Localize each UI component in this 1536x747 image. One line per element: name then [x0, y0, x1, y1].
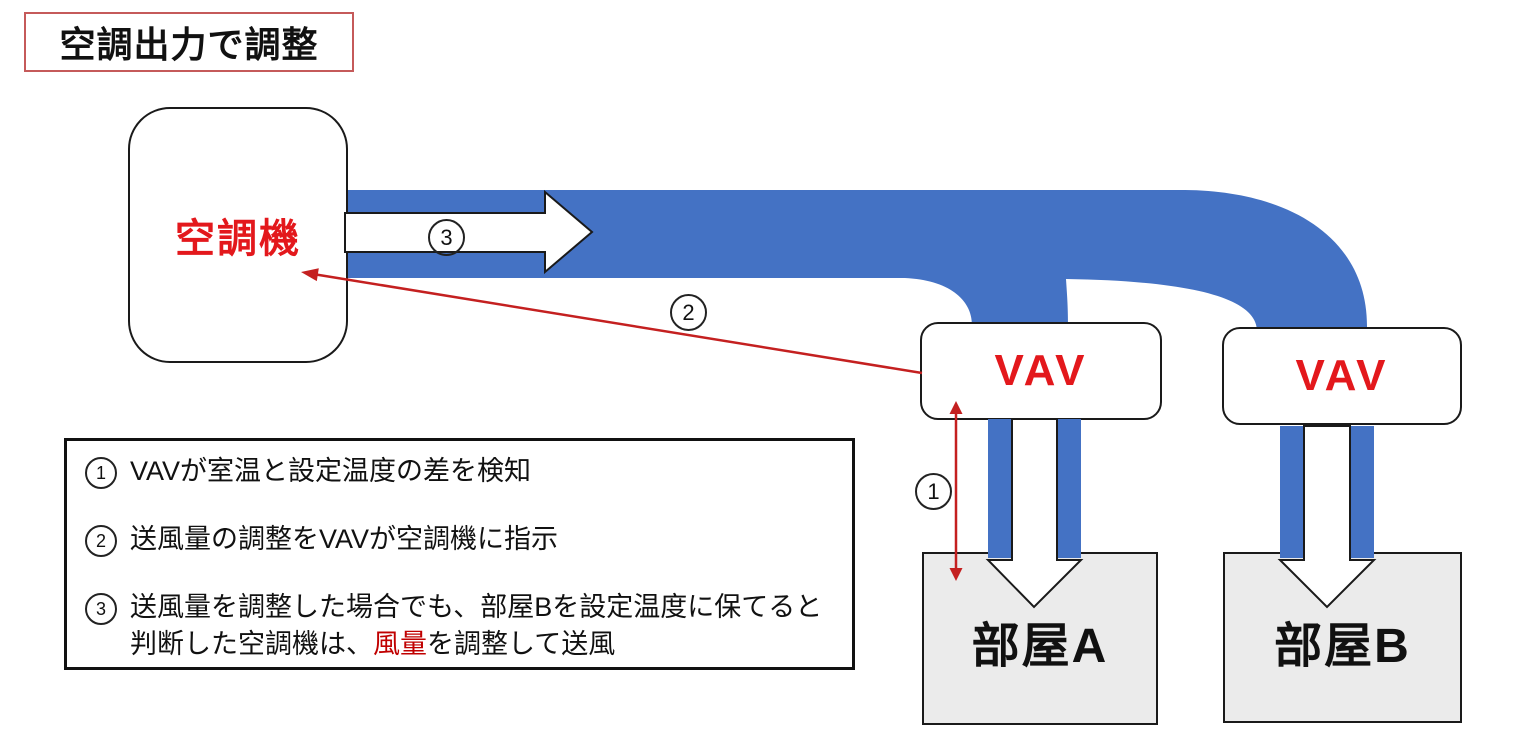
vav-b-box: VAV: [1222, 327, 1462, 425]
main-duct-pipe: [345, 190, 1367, 331]
legend-step-2-text: 送風量の調整をVAVが空調機に指示: [130, 524, 559, 554]
legend-item-3: 3 送風量を調整した場合でも、部屋Bを設定温度に保てると判断した空調機は、風量を…: [85, 589, 834, 663]
step-3-badge: 3: [428, 219, 465, 256]
air-handler-box: 空調機: [128, 107, 348, 363]
vav-a-label: VAV: [994, 346, 1088, 395]
legend-step-3-text-after: を調整して送風: [427, 629, 616, 659]
step-1-badge: 1: [915, 473, 952, 510]
vav-a-box: VAV: [920, 322, 1162, 420]
legend-step-2-badge: 2: [85, 525, 117, 557]
page-title: 空調出力で調整: [59, 24, 319, 65]
title-box: 空調出力で調整: [24, 12, 354, 72]
legend-step-1-number: 1: [95, 462, 106, 483]
step-2-badge: 2: [670, 294, 707, 331]
legend-step-3-badge: 3: [85, 593, 117, 625]
air-handler-label: 空調機: [175, 217, 301, 261]
vav-a-right-duct-stub: [1057, 419, 1081, 558]
room-a-box: 部屋A: [922, 552, 1158, 725]
vav-b-right-duct-stub: [1350, 426, 1374, 558]
legend-step-1-text: VAVが室温と設定温度の差を検知: [130, 456, 532, 486]
legend-step-3-highlight: 風量: [373, 629, 427, 659]
legend-step-1-badge: 1: [85, 457, 117, 489]
room-b-box: 部屋B: [1223, 552, 1462, 723]
vav-b-left-duct-stub: [1280, 426, 1304, 558]
legend-box: 1 VAVが室温と設定温度の差を検知 2 送風量の調整をVAVが空調機に指示 3…: [64, 438, 855, 670]
legend-step-2-number: 2: [95, 530, 106, 551]
legend-item-2: 2 送風量の調整をVAVが空調機に指示: [85, 521, 834, 558]
vav-a-left-duct-stub: [988, 419, 1012, 558]
vav-b-label: VAV: [1295, 351, 1389, 400]
legend-step-3-number: 3: [95, 598, 106, 619]
step-3-number: 3: [440, 224, 453, 250]
step-2-number: 2: [682, 299, 695, 325]
vav-command-arrow: [315, 273, 923, 375]
supply-flow-arrow-icon: [344, 189, 594, 275]
room-b-label: 部屋B: [1274, 620, 1411, 673]
room-a-label: 部屋A: [971, 620, 1109, 673]
legend-item-1: 1 VAVが室温と設定温度の差を検知: [85, 453, 834, 490]
step-1-number: 1: [927, 478, 940, 504]
legend-step-3-text: 送風量を調整した場合でも、部屋Bを設定温度に保てると判断した空調機は、風量を調整…: [130, 589, 834, 663]
legend-step-3-text-before: 送風量を調整した場合でも、部屋Bを設定温度に保てると判断した空調機は、: [130, 592, 823, 659]
